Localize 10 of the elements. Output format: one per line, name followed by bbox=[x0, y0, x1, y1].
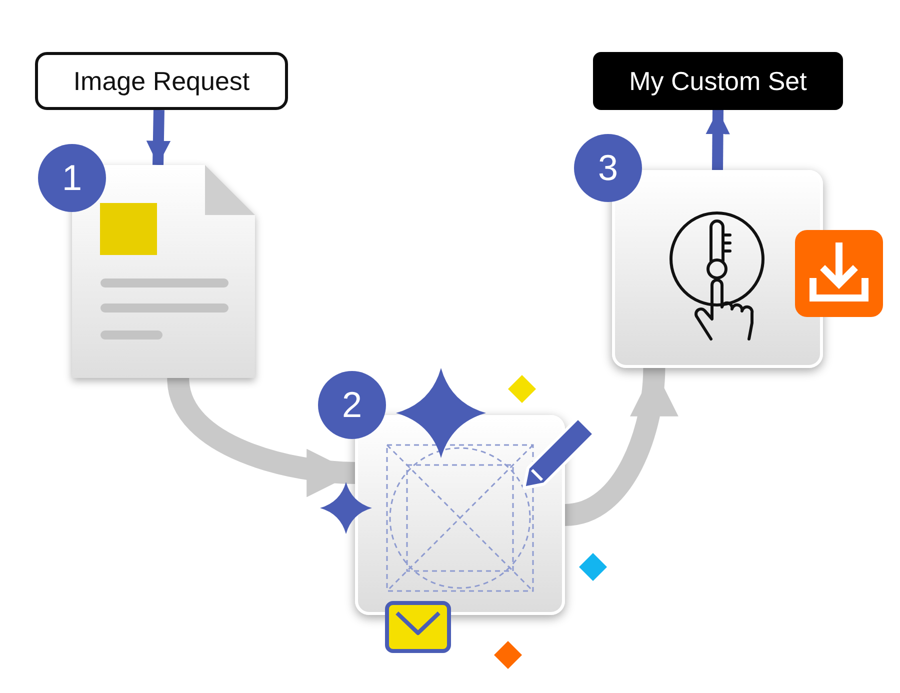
arrow bbox=[167, 376, 356, 496]
canvas-card bbox=[355, 415, 565, 615]
arrow bbox=[564, 368, 676, 526]
step-badge: 2 bbox=[318, 371, 386, 439]
label-box: Image Request bbox=[35, 52, 288, 110]
step-badge: 3 bbox=[574, 134, 642, 202]
arrow bbox=[146, 110, 171, 166]
label-box: My Custom Set bbox=[593, 52, 843, 110]
arrow bbox=[706, 110, 730, 170]
step-badge: 1 bbox=[38, 144, 106, 212]
